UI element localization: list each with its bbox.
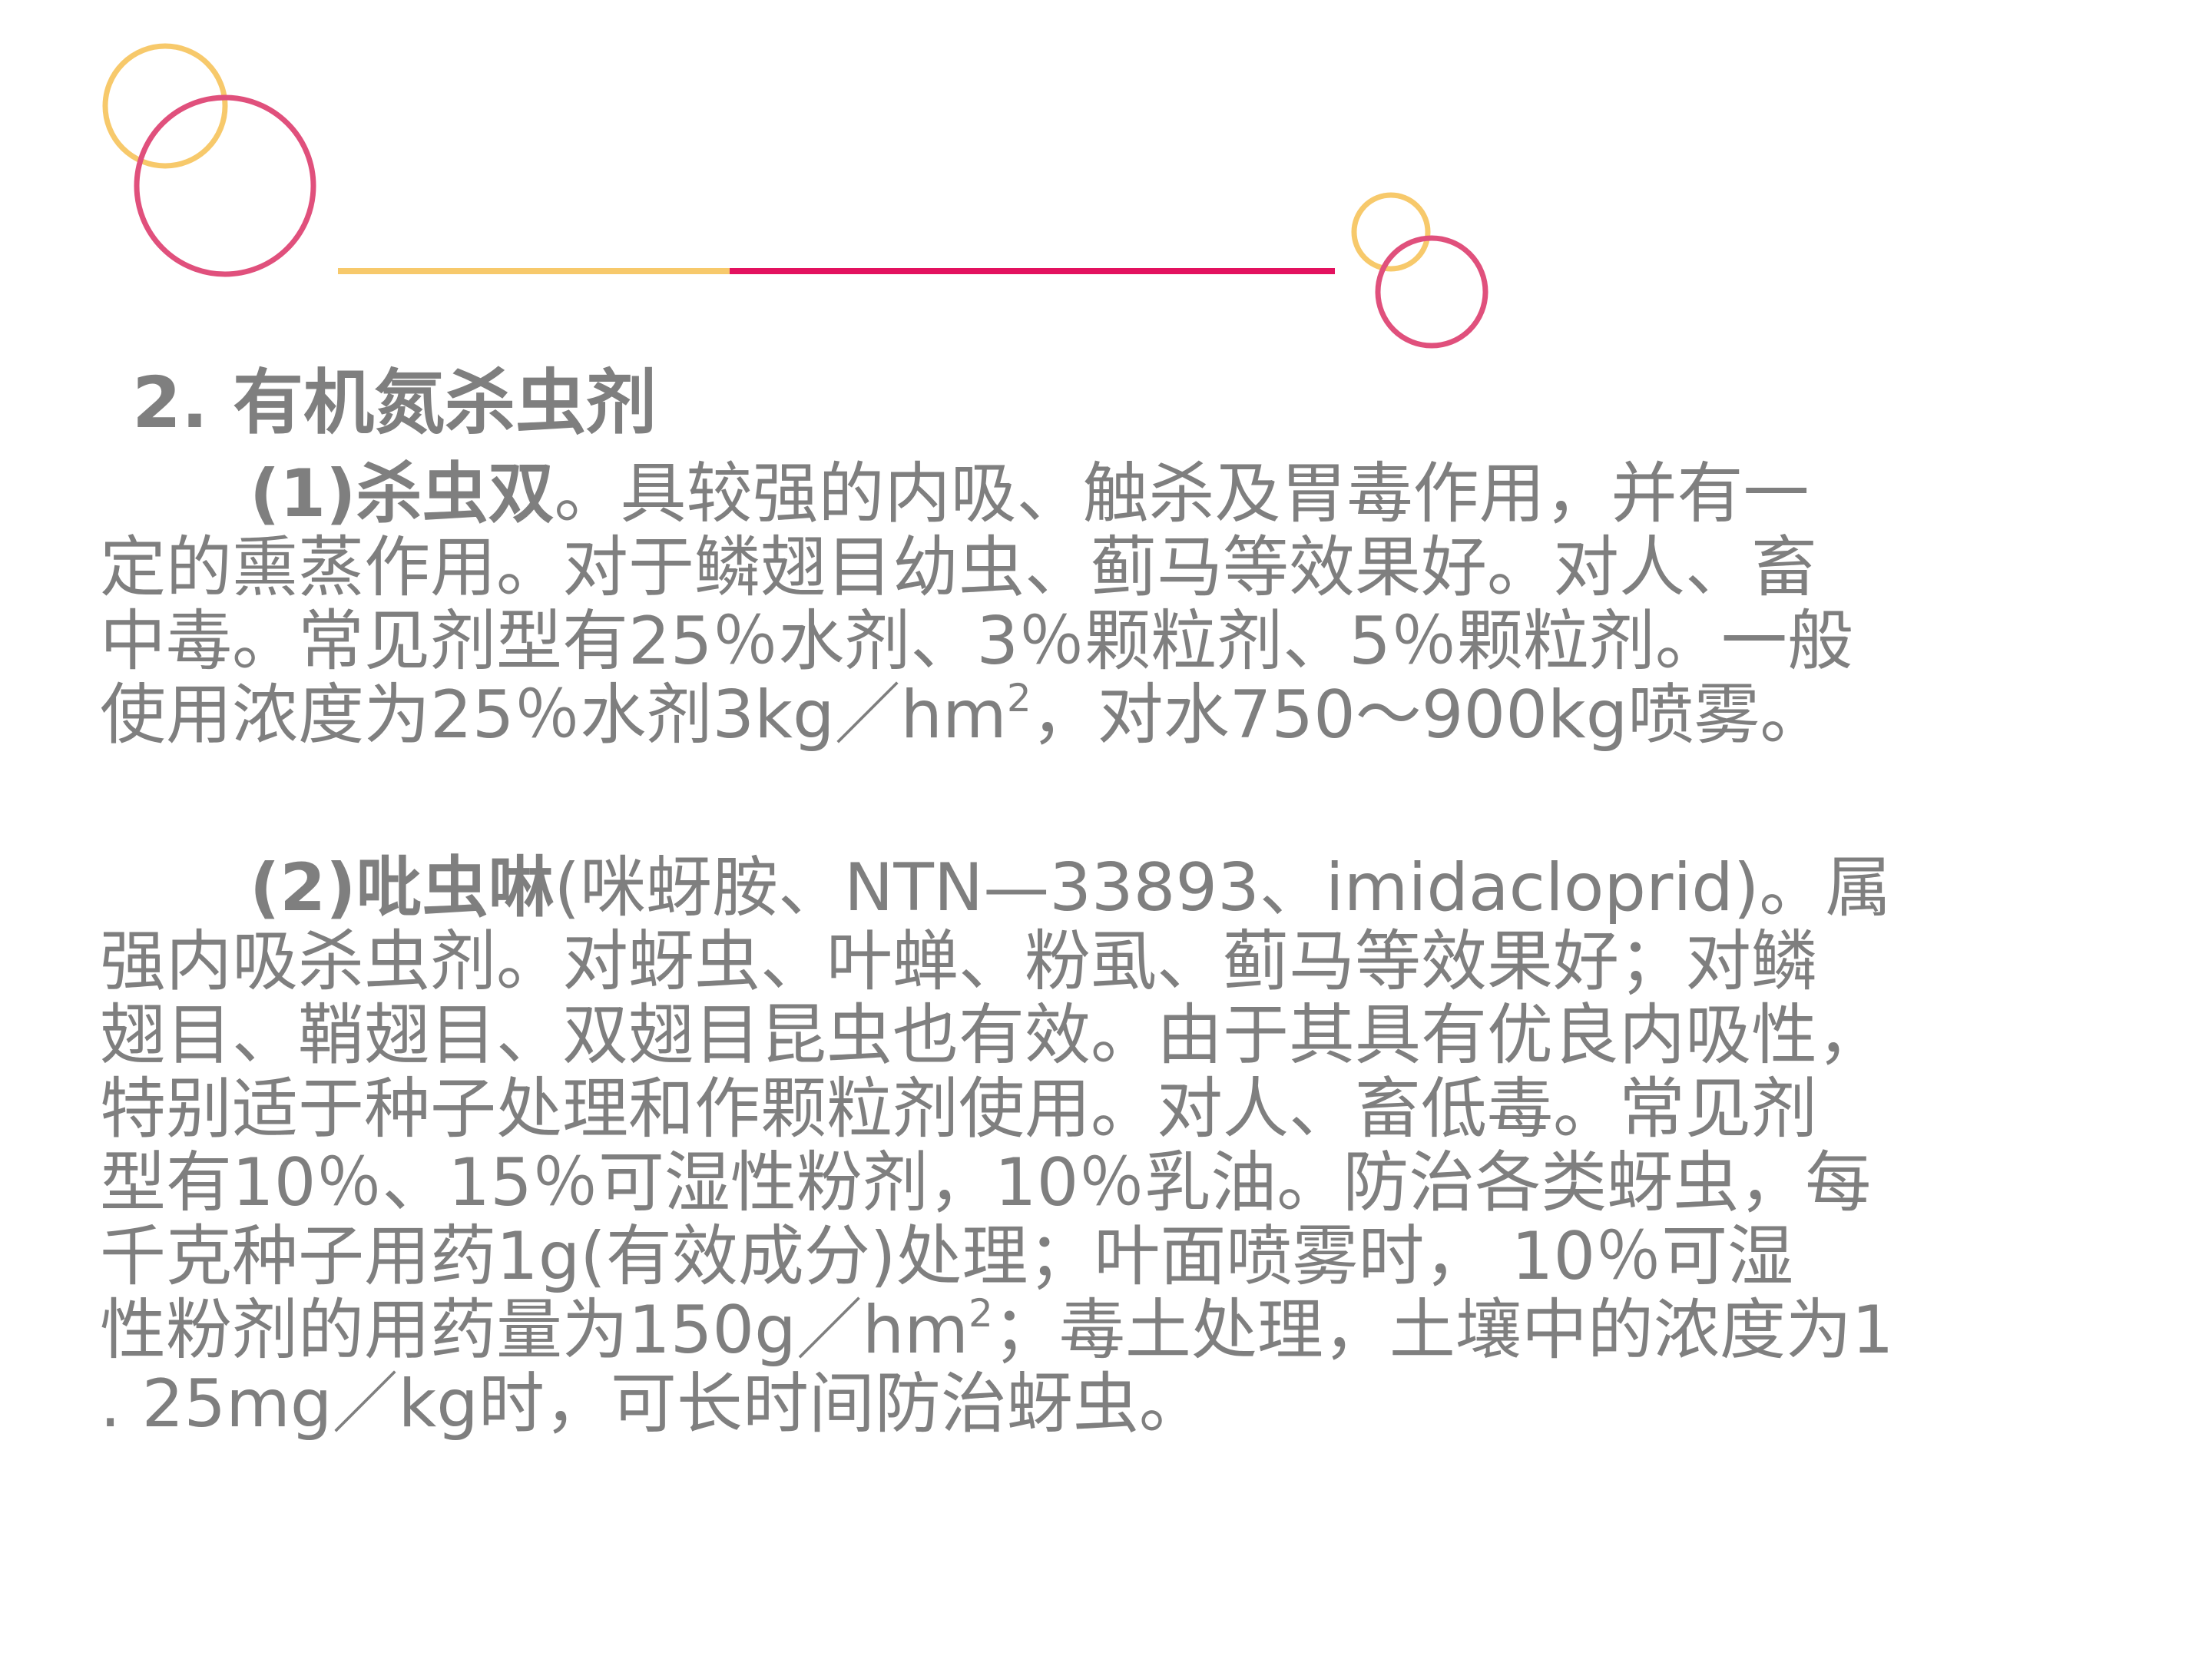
text-segment: ，对水750～900kg喷雾。 — [1031, 677, 1826, 753]
paragraph-2-line-3: 翅目、鞘翅目、双翅目昆虫也有效。由于其具有优良内吸性， — [100, 997, 1883, 1074]
section-heading: 2. 有机氮杀虫剂 — [132, 362, 657, 444]
text-segment: 。具较强的内吸、触杀及胃毒作用，并有一 — [554, 455, 1810, 532]
paragraph-1-line-2: 定的熏蒸作用。对于鳞翅目幼虫、蓟马等效果好。对人、畜 — [100, 529, 1817, 606]
decor-circle-pink-large — [134, 94, 316, 277]
term-name: 杀虫双 — [356, 455, 555, 532]
paragraph-2-line-6: 千克种子用药1g(有效成分)处理；叶面喷雾时， 10％可湿 — [100, 1218, 1794, 1295]
paragraph-insecticide-1: (1)杀虫双。具较强的内吸、触杀及胃毒作用，并有一 定的熏蒸作用。对于鳞翅目幼虫… — [100, 457, 2066, 752]
paragraph-2-line-1: (2)吡虫啉(咪蚜胺、NTN—33893、imidacloprid)。属 — [100, 851, 2066, 925]
item-number: (2) — [250, 849, 356, 926]
item-number: (1) — [250, 455, 356, 532]
paragraph-2-line-8: . 25mg／kg时，可长时间防治蚜虫。 — [100, 1366, 1205, 1442]
decorative-header — [102, 43, 1488, 349]
paragraph-2-line-7: 性粉剂的用药量为150g／hm2；毒土处理，土壤中的浓度为1 — [100, 1293, 2066, 1367]
paragraph-1-line-1: (1)杀虫双。具较强的内吸、触杀及胃毒作用，并有一 — [100, 457, 2066, 531]
superscript: 2 — [969, 1291, 993, 1336]
superscript: 2 — [1006, 676, 1031, 720]
decor-circle-pink-small — [1375, 235, 1488, 349]
paragraph-2-line-2: 强内吸杀虫剂。对蚜虫、叶蝉、粉虱、蓟马等效果好；对鳞 — [100, 923, 1817, 1000]
text-segment: 性粉剂的用药量为150g／hm — [100, 1292, 969, 1369]
text-segment: 使用浓度为25％水剂3kg／hm — [100, 677, 1007, 753]
decor-circle-yellow-small — [1351, 192, 1431, 272]
paragraph-insecticide-2: (2)吡虫啉(咪蚜胺、NTN—33893、imidacloprid)。属 强内吸… — [100, 851, 2066, 1441]
text-segment: (咪蚜胺、NTN—33893、imidacloprid)。属 — [554, 849, 1892, 926]
paragraph-2-line-5: 型有10％、15％可湿性粉剂，10％乳油。防治各类蚜虫，每 — [100, 1144, 1872, 1221]
text-segment: ；毒土处理，土壤中的浓度为1 — [992, 1292, 1894, 1369]
decor-circle-yellow-large — [102, 43, 228, 169]
term-name: 吡虫啉 — [356, 849, 555, 926]
paragraph-1-line-3: 中毒。常见剂型有25％水剂、3％颗粒剂、5％颗粒剂。一般 — [100, 603, 1853, 680]
paragraph-2-line-4: 特别适于种子处理和作颗粒剂使用。对人、畜低毒。常见剂 — [100, 1071, 1817, 1147]
paragraph-1-line-4: 使用浓度为25％水剂3kg／hm2，对水750～900kg喷雾。 — [100, 678, 2066, 752]
